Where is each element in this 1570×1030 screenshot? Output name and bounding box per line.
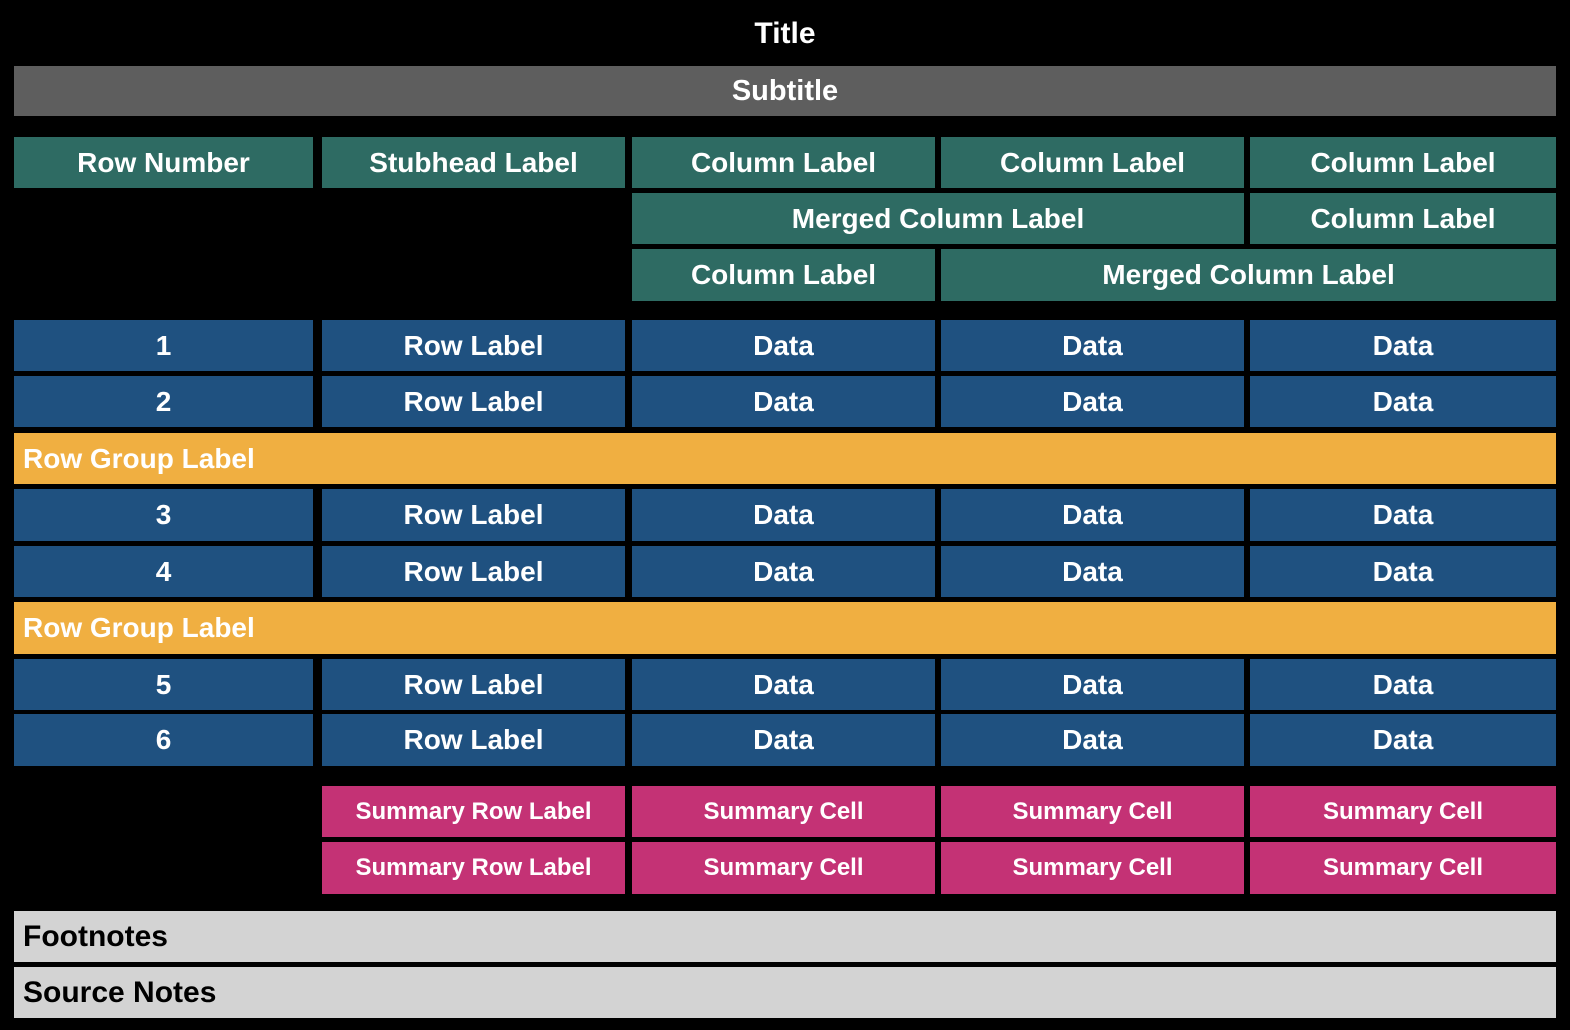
data-cell: Data [1250,659,1556,710]
footnotes-bar: Footnotes [14,911,1556,962]
merged-column-label-cell: Merged Column Label [941,249,1556,301]
row-label-cell: Row Label [322,376,625,427]
summary-row-label-cell: Summary Row Label [322,842,625,894]
row-label-cell: Row Label [322,320,625,371]
row-label-cell: Row Label [322,489,625,541]
column-label-cell: Column Label [941,137,1244,188]
data-cell: Data [941,659,1244,710]
column-label-cell: Column Label [1250,137,1556,188]
data-cell: Data [1250,714,1556,766]
row-group-label-bar: Row Group Label [14,602,1556,654]
summary-row: Summary Row Label Summary Cell Summary C… [14,786,1556,837]
data-cell: Data [941,546,1244,597]
data-row: 1 Row Label Data Data Data [14,320,1556,371]
source-notes-label: Source Notes [23,975,217,1009]
row-number-cell: 5 [14,659,313,710]
row-label-cell: Row Label [322,659,625,710]
header-row-3: Column Label Merged Column Label [14,249,1556,301]
summary-cell: Summary Cell [941,842,1244,894]
row-number-cell: 6 [14,714,313,766]
row-group-label-bar: Row Group Label [14,433,1556,484]
column-label-cell: Column Label [632,249,935,301]
stubhead-label-cell: Stubhead Label [322,137,625,188]
data-row: 5 Row Label Data Data Data [14,659,1556,710]
summary-row: Summary Row Label Summary Cell Summary C… [14,842,1556,894]
data-row: 6 Row Label Data Data Data [14,714,1556,766]
data-cell: Data [632,659,935,710]
row-label-cell: Row Label [322,714,625,766]
row-group-label: Row Group Label [23,442,255,474]
summary-cell: Summary Cell [1250,842,1556,894]
footnotes-label: Footnotes [23,919,168,953]
summary-cell: Summary Cell [632,842,935,894]
data-row: 4 Row Label Data Data Data [14,546,1556,597]
row-number-cell: 1 [14,320,313,371]
summary-cell: Summary Cell [632,786,935,837]
merged-column-label-cell: Merged Column Label [632,193,1244,244]
row-label-cell: Row Label [322,546,625,597]
row-number-cell: 2 [14,376,313,427]
data-cell: Data [1250,320,1556,371]
table-subtitle: Subtitle [731,74,839,107]
data-cell: Data [941,714,1244,766]
data-cell: Data [941,376,1244,427]
data-cell: Data [1250,489,1556,541]
data-cell: Data [941,320,1244,371]
data-cell: Data [632,546,935,597]
summary-cell: Summary Cell [941,786,1244,837]
row-number-cell: 4 [14,546,313,597]
data-row: 3 Row Label Data Data Data [14,489,1556,541]
source-notes-bar: Source Notes [14,967,1556,1018]
data-cell: Data [632,376,935,427]
row-group-label: Row Group Label [23,612,255,643]
data-row: 2 Row Label Data Data Data [14,376,1556,427]
header-row-1: Row Number Stubhead Label Column Label C… [14,137,1556,188]
row-number-cell: 3 [14,489,313,541]
data-cell: Data [1250,376,1556,427]
header-row-2: Merged Column Label Column Label [14,193,1556,244]
data-cell: Data [632,714,935,766]
data-cell: Data [632,489,935,541]
data-cell: Data [1250,546,1556,597]
row-number-header-cell: Row Number [14,137,313,188]
table-subtitle-bar: Subtitle [14,66,1556,116]
summary-cell: Summary Cell [1250,786,1556,837]
table-title: Title [754,17,816,50]
data-cell: Data [632,320,935,371]
column-label-cell: Column Label [1250,193,1556,244]
data-cell: Data [941,489,1244,541]
column-label-cell: Column Label [632,137,935,188]
summary-row-label-cell: Summary Row Label [322,786,625,837]
